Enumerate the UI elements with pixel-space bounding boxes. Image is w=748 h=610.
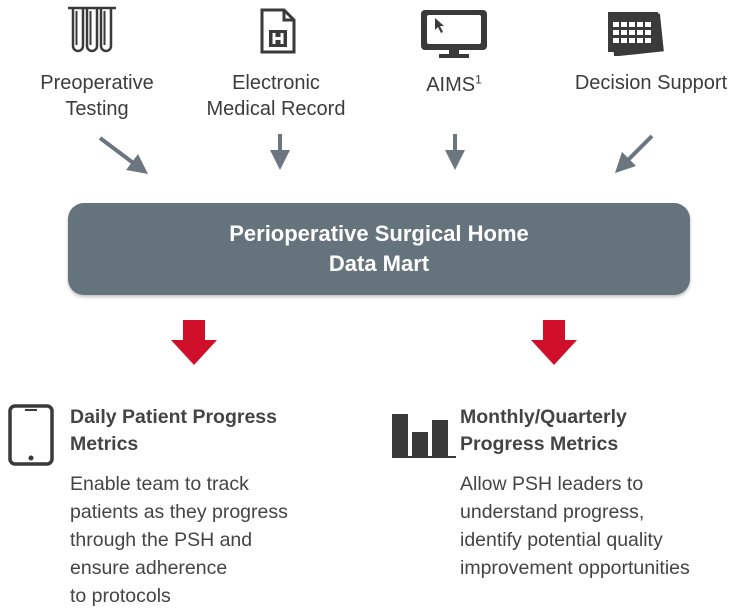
source-label-line: Decision Support	[574, 72, 728, 94]
description-line: through the PSH and	[70, 529, 253, 551]
title-line: Daily Patient Progress	[70, 406, 277, 428]
description-line: understand progress,	[460, 501, 645, 523]
footnote-marker: 1	[475, 72, 482, 87]
description-line: to protocols	[70, 585, 171, 607]
hospital-document-icon	[260, 8, 296, 54]
monthly-metrics-description: Allow PSH leaders to understand progress…	[460, 470, 746, 582]
description-line: identify potential quality	[460, 529, 663, 551]
source-label-line: Electronic	[232, 72, 320, 94]
red-down-arrow-left	[171, 320, 217, 365]
source-label-decision-support: Decision Support	[556, 70, 746, 96]
description-line: patients as they progress	[70, 501, 288, 523]
description-line: Allow PSH leaders to	[460, 473, 644, 495]
title-line: Monthly/Quarterly	[460, 406, 627, 428]
arrow-decision-support	[614, 134, 654, 174]
source-label-preoperative-testing: Preoperative Testing	[12, 70, 182, 122]
description-line: improvement opportunities	[460, 557, 690, 579]
title-line: Metrics	[70, 433, 139, 455]
flow-arrows	[98, 134, 654, 174]
source-label-line: Medical Record	[206, 98, 346, 120]
calendar-grid-icon	[606, 10, 664, 56]
source-label-text: AIMS	[426, 74, 476, 96]
source-label-electronic-medical-record: Electronic Medical Record	[186, 70, 366, 122]
title-line: Progress Metrics	[460, 433, 619, 455]
monthly-metrics-title: Monthly/Quarterly Progress Metrics	[460, 404, 740, 458]
daily-metrics-description: Enable team to track patients as they pr…	[70, 470, 380, 610]
daily-metrics-title: Daily Patient Progress Metrics	[70, 404, 370, 458]
source-label-line: Preoperative	[40, 72, 154, 94]
data-mart-box: Perioperative Surgical Home Data Mart	[68, 203, 690, 295]
arrow-preoperative	[98, 136, 148, 174]
data-mart-title-line2: Data Mart	[328, 251, 430, 276]
red-down-arrow-right	[531, 320, 577, 365]
description-line: ensure adherence	[70, 557, 228, 579]
test-tubes-icon	[66, 6, 118, 56]
description-line: Enable team to track	[70, 473, 249, 495]
tablet-icon	[8, 404, 54, 466]
bar-chart-icon	[392, 414, 456, 458]
computer-monitor-icon	[419, 8, 489, 60]
data-mart-title-line1: Perioperative Surgical Home	[229, 221, 529, 246]
source-label-line: Testing	[65, 98, 129, 120]
source-label-aims: AIMS1	[404, 72, 504, 98]
